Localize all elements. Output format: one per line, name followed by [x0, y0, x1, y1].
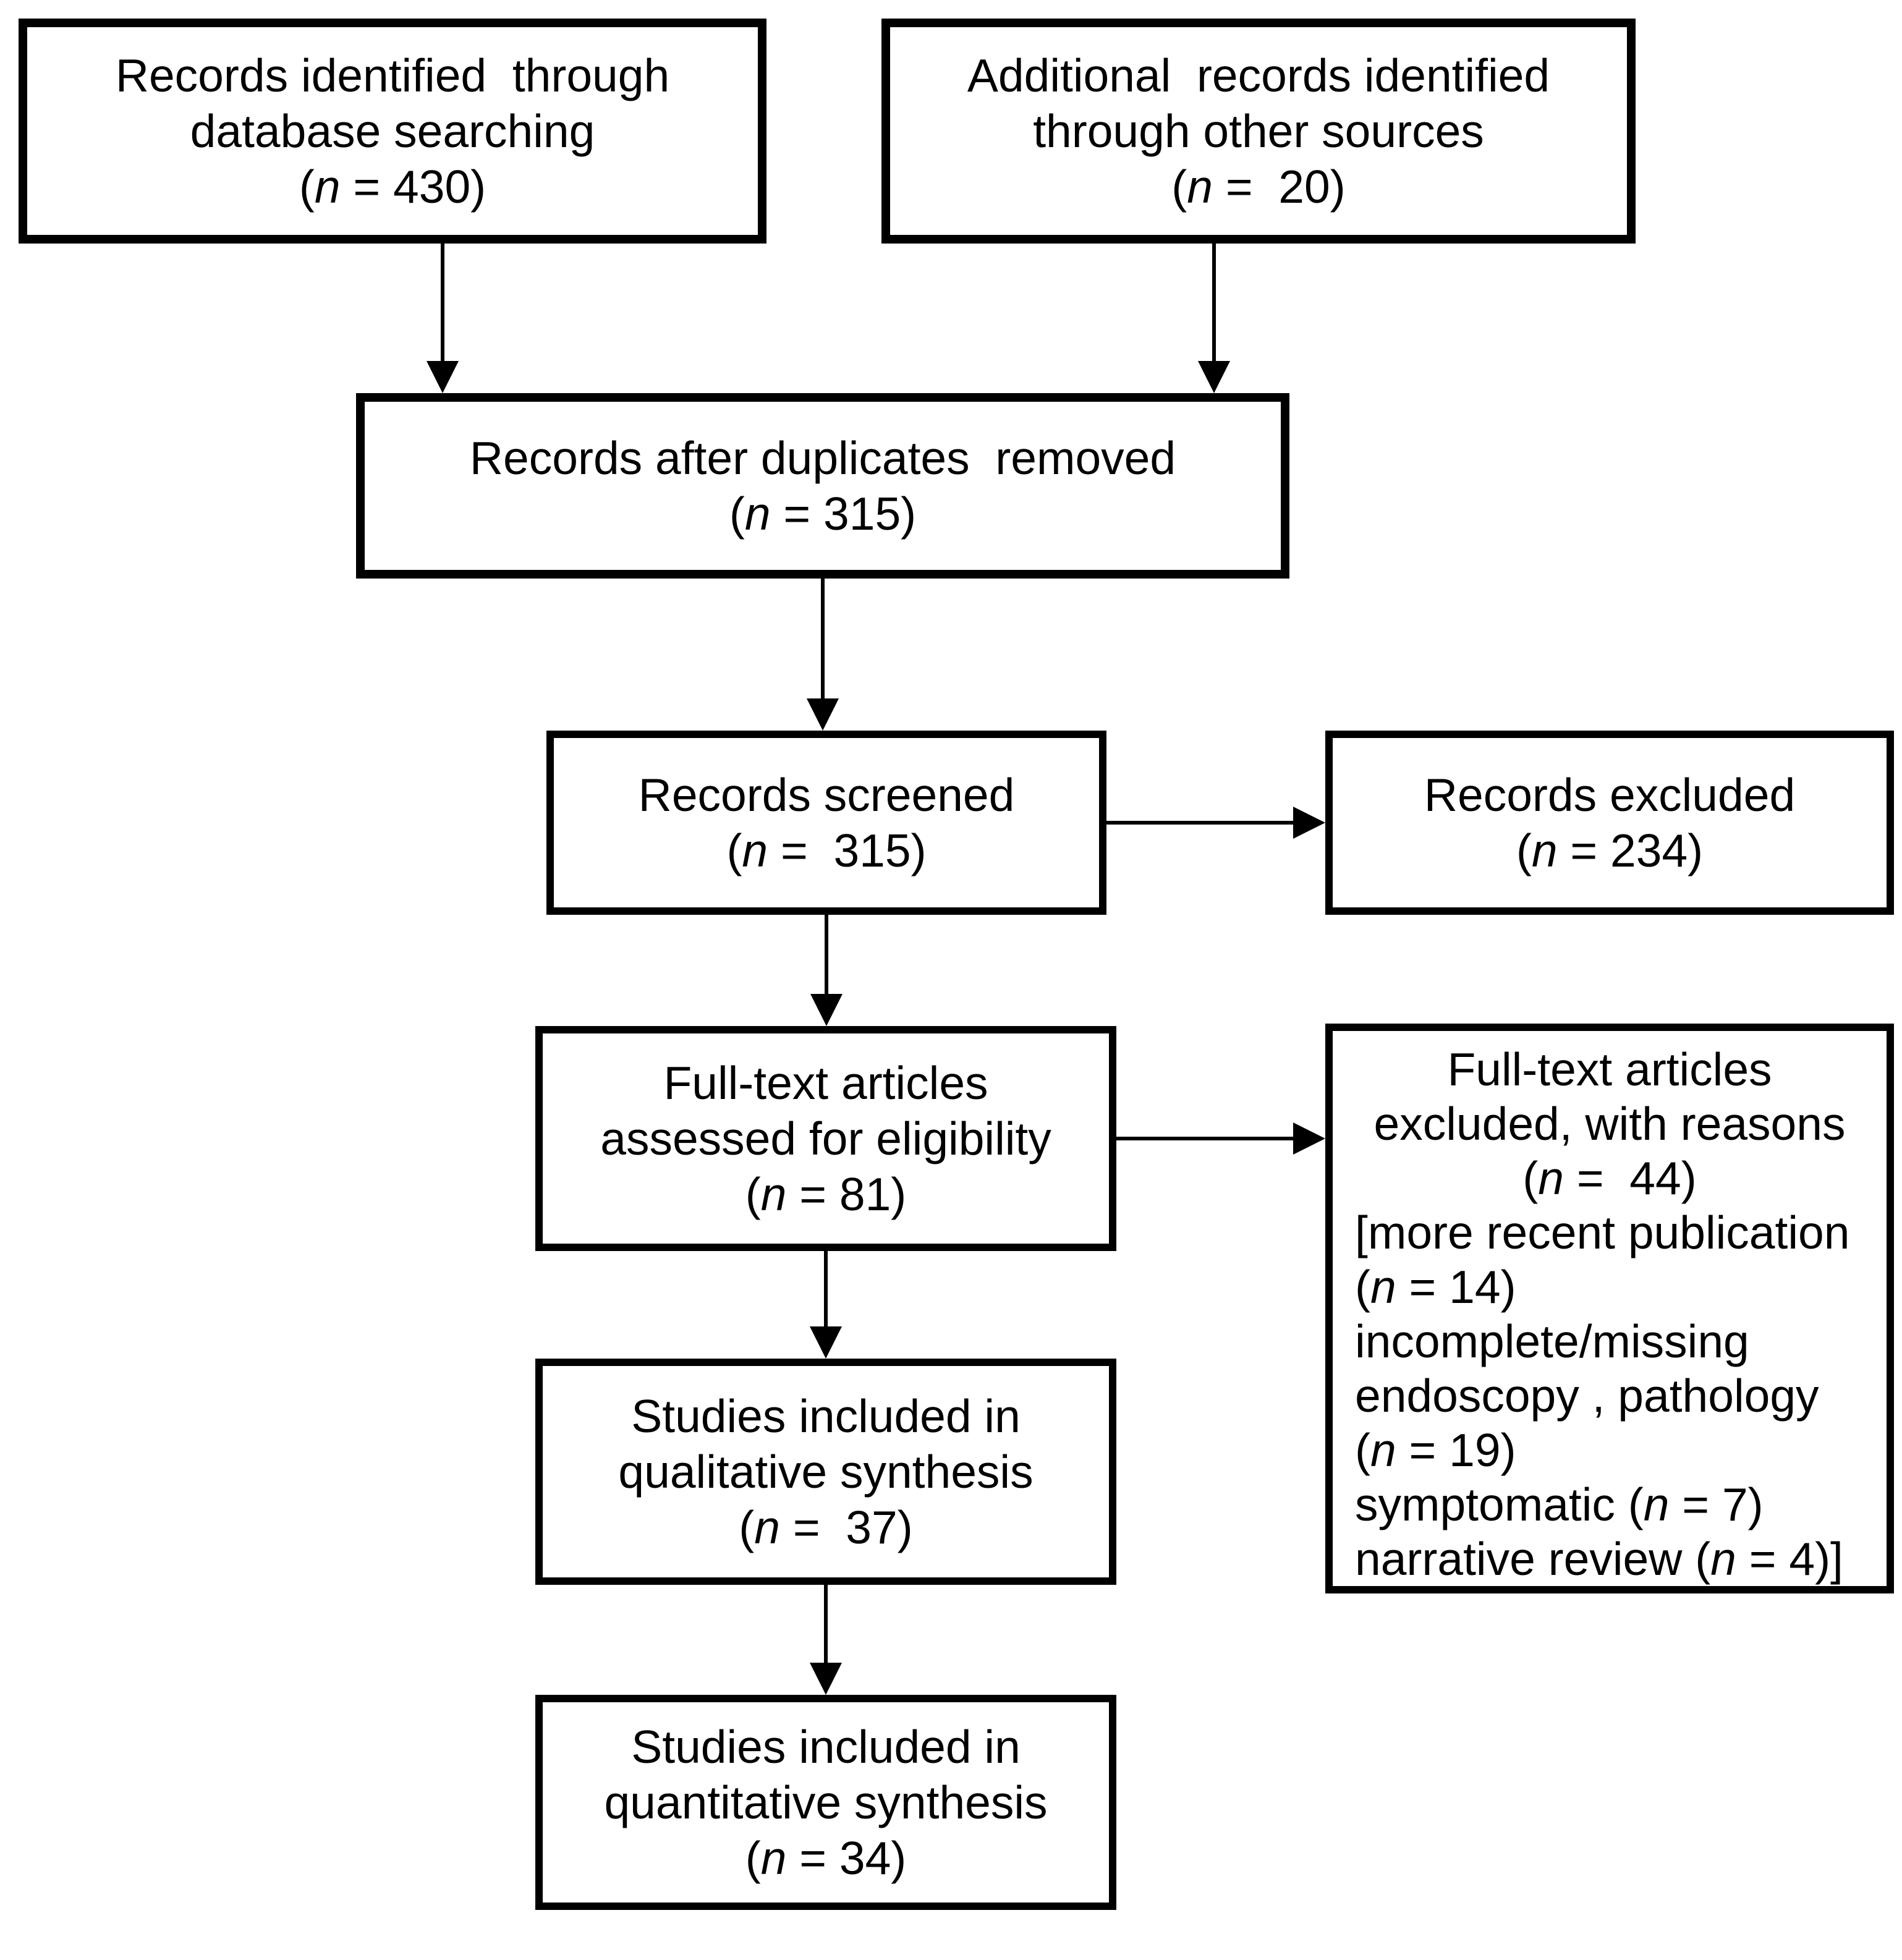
- text-line: (n = 37): [739, 1501, 913, 1553]
- text-line: narrative review (n = 4)]: [1355, 1533, 1843, 1585]
- arrow-screened-to-fulltext: [810, 915, 843, 1026]
- text-line: assessed for eligibility: [600, 1113, 1051, 1165]
- arrow-head-icon: [1198, 361, 1230, 393]
- arrow-shaft: [441, 244, 444, 361]
- arrow-head-icon: [810, 1663, 842, 1695]
- text-line: database searching: [190, 105, 595, 157]
- text-line: Records after duplicates removed: [469, 432, 1176, 484]
- text-line: (n = 315): [726, 825, 927, 876]
- text-line: incomplete/missing: [1355, 1315, 1749, 1367]
- box-records-screened-text: Records screened(n = 315): [554, 767, 1099, 878]
- text-line: qualitative synthesis: [618, 1446, 1034, 1498]
- text-line: Additional records identified: [967, 49, 1550, 101]
- box-after-duplicates-text: Records after duplicates removed(n = 315…: [365, 430, 1281, 541]
- text-line: (n = 315): [729, 488, 917, 540]
- text-line: (n = 234): [1516, 825, 1704, 876]
- text-line: quantitative synthesis: [604, 1776, 1048, 1828]
- text-line: (n = 44): [1522, 1152, 1697, 1204]
- text-line: Records excluded: [1424, 769, 1796, 821]
- arrow-shaft: [821, 579, 825, 698]
- text-line: Records identified through: [115, 49, 670, 101]
- arrow-shaft: [825, 915, 828, 994]
- arrow-screened-to-excluded: [1106, 807, 1325, 839]
- text-line: Studies included in: [631, 1390, 1021, 1442]
- arrow-shaft: [824, 1585, 828, 1663]
- arrow-head-icon: [1293, 1122, 1325, 1155]
- arrow-identified-to-duplicates: [427, 244, 459, 393]
- text-line: (n = 81): [745, 1168, 907, 1220]
- box-after-duplicates: Records after duplicates removed(n = 315…: [356, 393, 1289, 579]
- arrow-fulltext-to-qualitative: [810, 1251, 842, 1359]
- arrow-fulltext-to-reasons: [1116, 1122, 1325, 1155]
- arrow-head-icon: [807, 698, 839, 731]
- text-line: Records screened: [638, 769, 1015, 821]
- box-fulltext-excluded-reasons-text: [more recent publication(n = 14)incomple…: [1333, 1205, 1902, 1586]
- text-line: [more recent publication: [1355, 1207, 1850, 1258]
- text-line: (n = 19): [1355, 1424, 1516, 1476]
- box-records-excluded: Records excluded(n = 234): [1325, 731, 1894, 915]
- text-line: (n = 34): [745, 1832, 907, 1884]
- text-line: (n = 20): [1171, 161, 1346, 213]
- arrow-shaft: [1106, 821, 1293, 825]
- box-records-screened: Records screened(n = 315): [546, 731, 1106, 915]
- text-line: Full-text articles: [1447, 1043, 1772, 1095]
- arrow-additional-to-duplicates: [1198, 244, 1230, 393]
- box-records-excluded-text: Records excluded(n = 234): [1333, 767, 1887, 878]
- text-line: through other sources: [1033, 105, 1484, 157]
- text-line: symptomatic (n = 7): [1355, 1478, 1764, 1530]
- text-line: excluded, with reasons: [1373, 1098, 1846, 1150]
- arrow-head-icon: [427, 361, 459, 393]
- arrow-shaft: [824, 1251, 828, 1326]
- arrow-duplicates-to-screened: [807, 579, 839, 731]
- text-line: endoscopy , pathology: [1355, 1370, 1819, 1422]
- text-line: Studies included in: [631, 1721, 1021, 1773]
- text-line: Full-text articles: [663, 1057, 988, 1109]
- arrow-head-icon: [810, 994, 843, 1026]
- arrow-qualitative-to-quantitative: [810, 1585, 842, 1695]
- text-line: (n = 430): [299, 161, 486, 213]
- arrow-head-icon: [810, 1326, 842, 1359]
- arrow-head-icon: [1293, 807, 1325, 839]
- arrow-shaft: [1212, 244, 1216, 361]
- text-line: (n = 14): [1355, 1261, 1516, 1313]
- arrow-shaft: [1116, 1137, 1293, 1140]
